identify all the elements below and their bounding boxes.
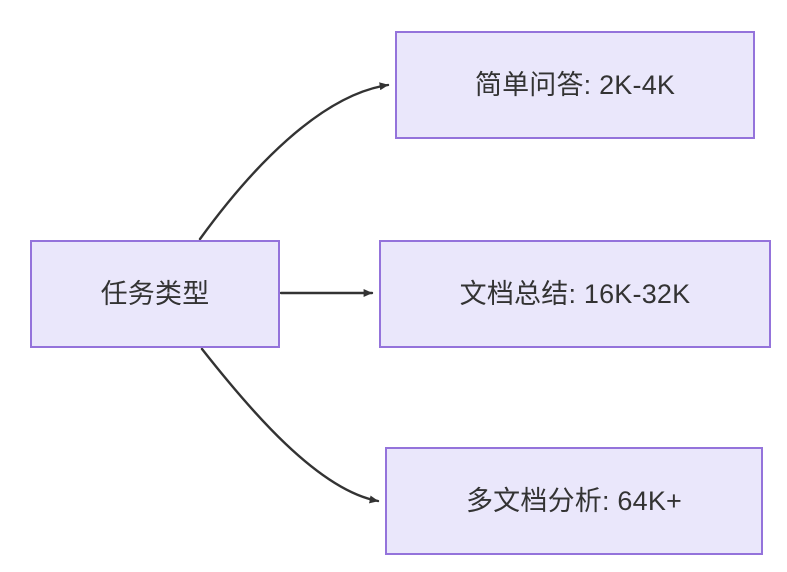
node-source[interactable]: 任务类型 [30, 240, 280, 348]
node-source-label: 任务类型 [100, 278, 210, 309]
edge-source-to-multi-doc [200, 347, 380, 504]
edge-source-to-simple-qa [198, 82, 390, 241]
node-doc-summary-label: 文档总结: 16K-32K [459, 278, 691, 309]
node-multi-doc[interactable]: 多文档分析: 64K+ [385, 447, 763, 555]
node-simple-qa[interactable]: 简单问答: 2K-4K [395, 31, 755, 139]
node-simple-qa-label: 简单问答: 2K-4K [474, 69, 676, 100]
node-doc-summary[interactable]: 文档总结: 16K-32K [379, 240, 771, 348]
node-multi-doc-label: 多文档分析: 64K+ [465, 485, 682, 516]
